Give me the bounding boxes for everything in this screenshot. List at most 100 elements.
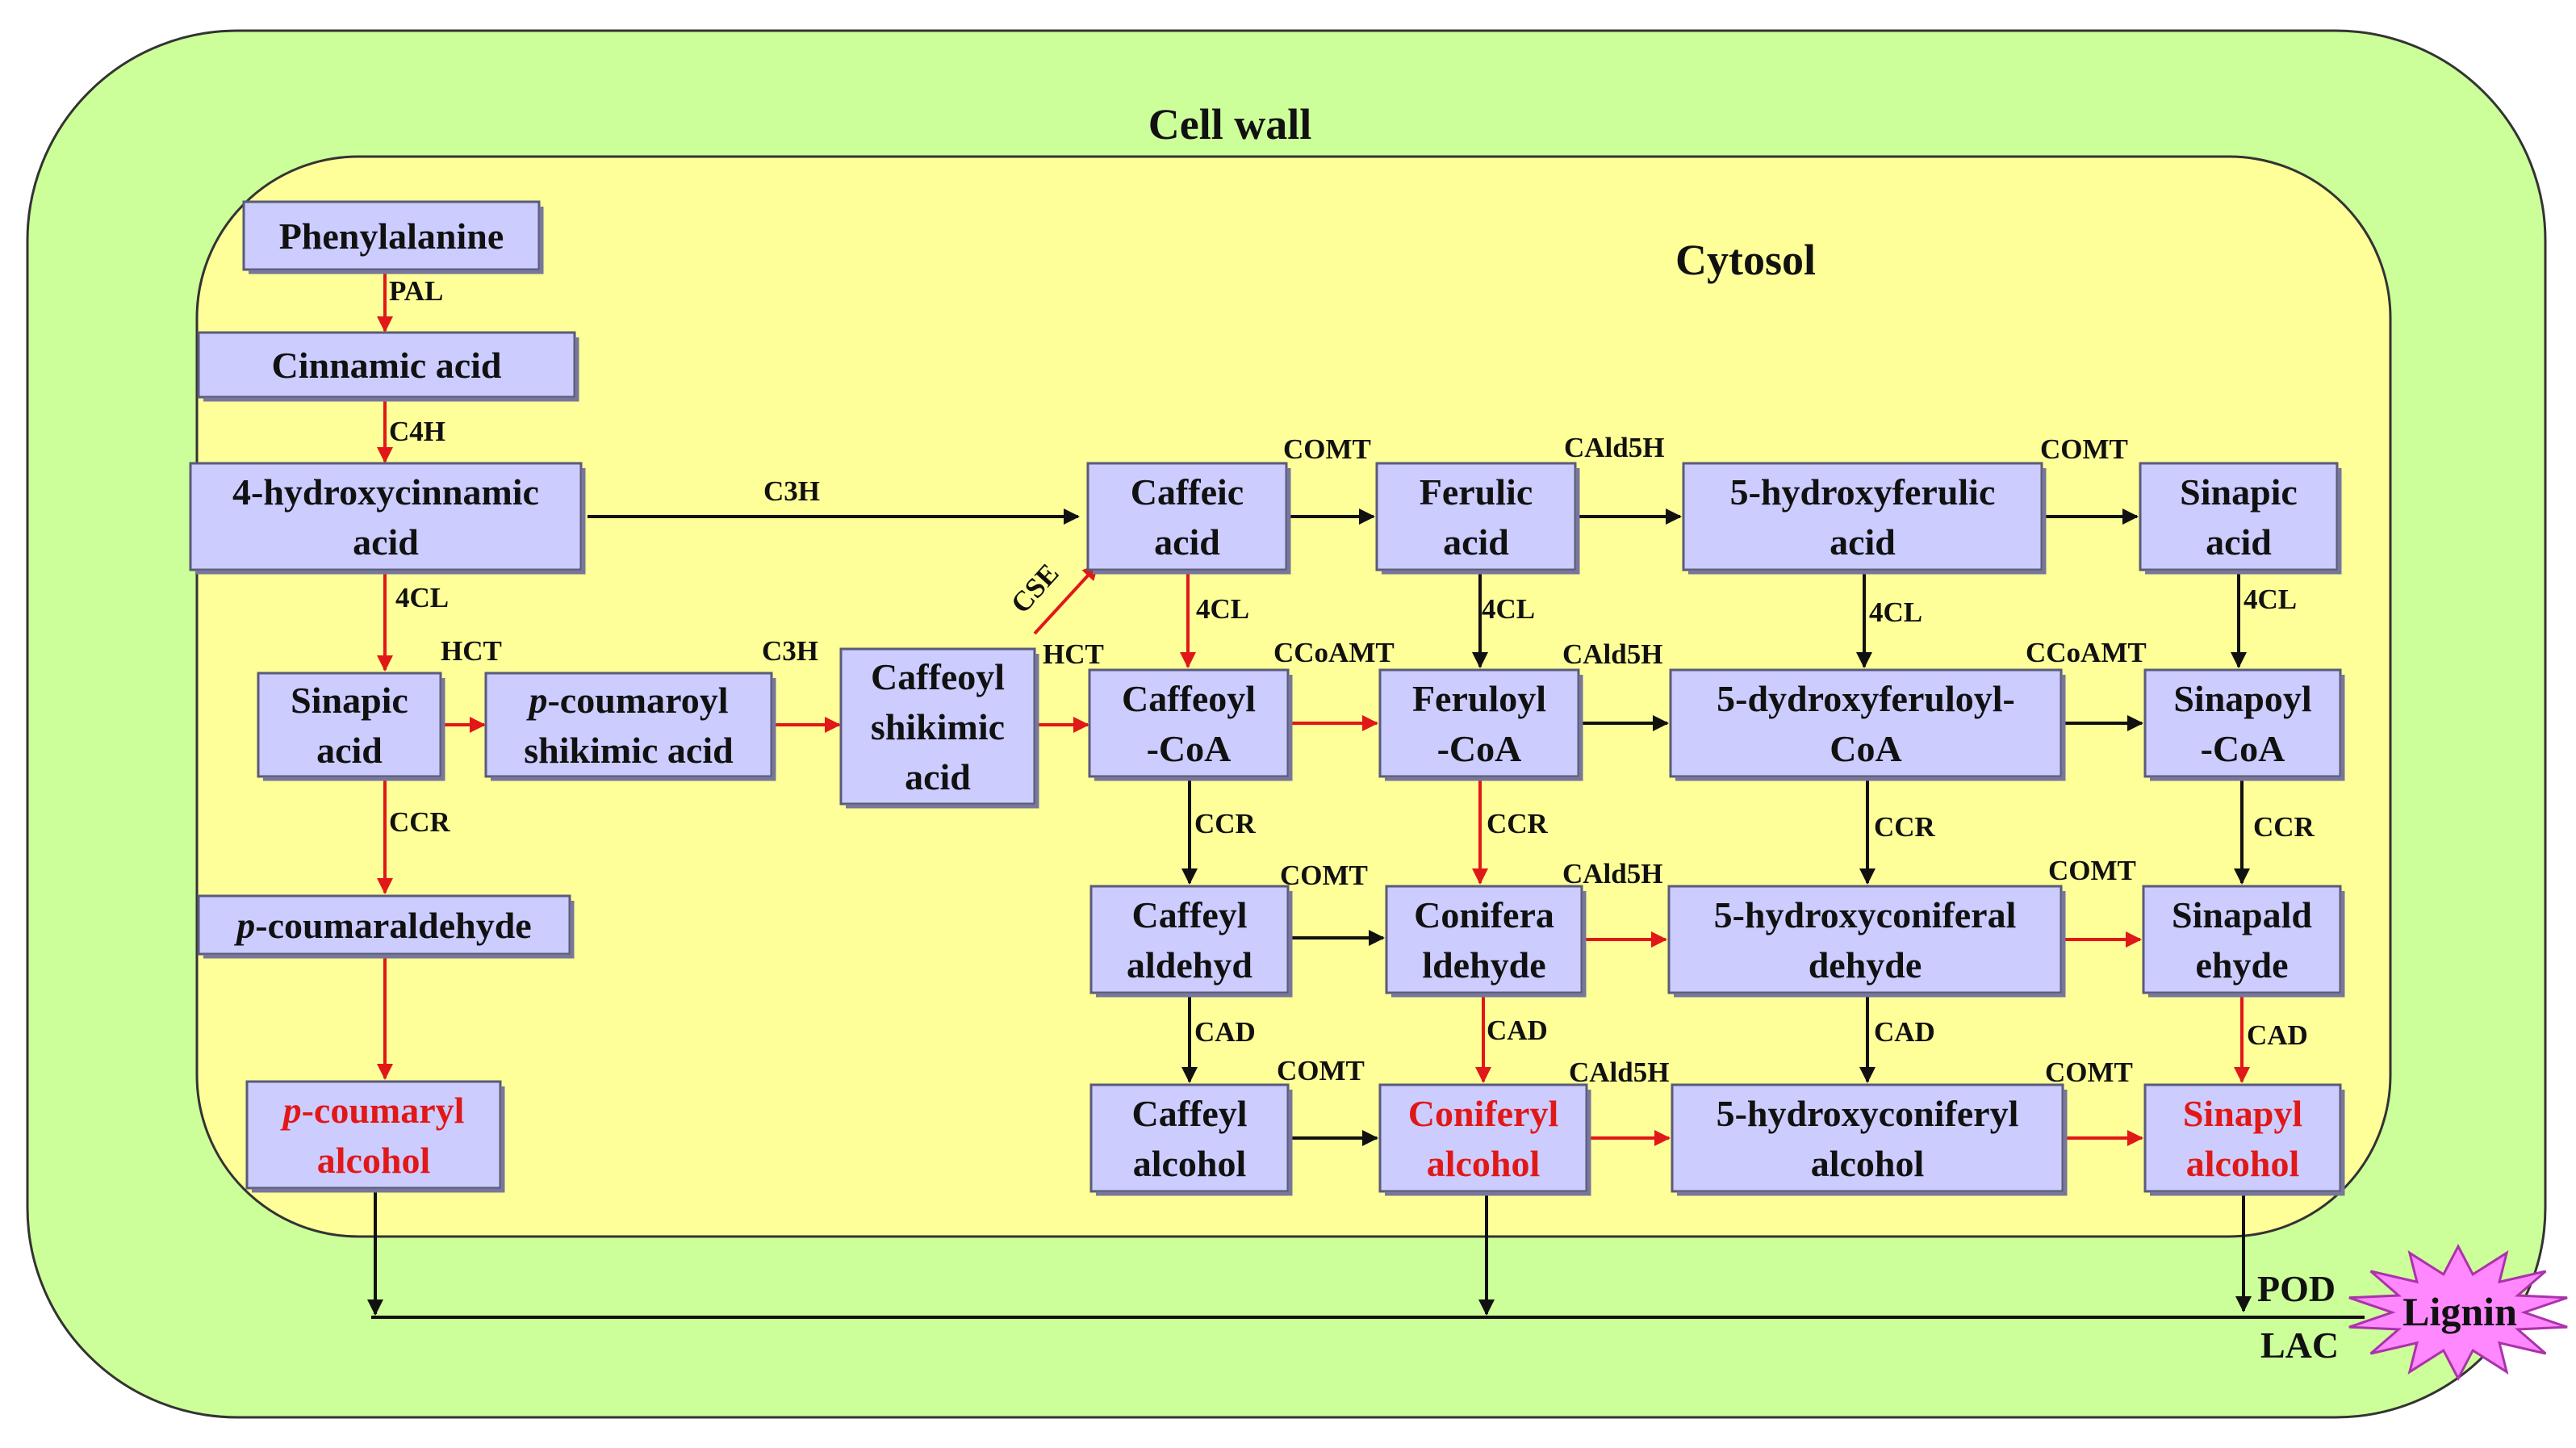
node-p-coumaraldehyde: p-coumaraldehyde (197, 894, 575, 959)
enzyme-label-cald5h-2: CAld5H (1562, 638, 1662, 670)
enzyme-label-comt-3: COMT (1280, 860, 1368, 891)
node-label-line: shikimic (871, 706, 1005, 747)
node-phenylalanine: Phenylalanine (242, 200, 544, 274)
node-label-line: p-coumaryl (280, 1090, 465, 1131)
enzyme-label-cad-sinap: CAD (2247, 1019, 2308, 1051)
node-label-line: dehyde (1809, 944, 1922, 986)
node-p-coumaroyl-shikimic-acid: p-coumaroyl shikimic acid (484, 672, 776, 781)
node-label-line: Cinnamic acid (272, 345, 502, 386)
node-label-line: Sinapald (2172, 894, 2312, 935)
enzyme-label-cl-sinapic: 4CL (2244, 584, 2297, 615)
node-label-line: Sinapic (2180, 471, 2298, 513)
node-label-line: 4-hydroxycinnamic (232, 471, 539, 513)
node-label-line: Phenylalanine (279, 216, 504, 257)
node-label-line: acid (353, 521, 419, 563)
enzyme-label-cl-hydroxyferulic: 4CL (1869, 596, 1922, 628)
enzyme-label-ccr-sinapoyl: CCR (2253, 811, 2315, 843)
enzyme-label-comt-1: COMT (1283, 433, 1371, 465)
node-sinapoyl-coa: Sinapoyl -CoA (2143, 668, 2345, 781)
enzyme-label-c3h-top: C3H (763, 475, 820, 507)
enzyme-label-cald5h-4: CAld5H (1569, 1057, 1669, 1088)
enzyme-label-cad-caffeyl: CAD (1194, 1016, 1256, 1048)
node-label-line: 5-dydroxyferuloyl- (1717, 678, 2015, 719)
node-label-line: Caffeoyl (871, 656, 1005, 697)
node-label-line: Feruloyl (1412, 678, 1546, 719)
enzyme-label-comt-6: COMT (2045, 1057, 2133, 1088)
enzyme-label-cad-conifer: CAD (1487, 1015, 1548, 1046)
node-label-line: alcohol (2186, 1143, 2300, 1184)
enzyme-label-ccoamt-1: CCoAMT (1273, 637, 1395, 668)
reaction-arrow (1033, 563, 1099, 635)
node-label-line: Conifera (1414, 894, 1554, 935)
node-coniferaldehyde: Conifera ldehyde (1385, 885, 1587, 998)
node-sinapic-acid-right: Sinapic acid (2139, 462, 2342, 575)
enzyme-label-ccr-feruloyl: CCR (1487, 808, 1549, 839)
node-label-line: alcohol (317, 1140, 431, 1181)
node-label-line: 5-hydroxyferulic (1730, 471, 1996, 513)
lignin-starburst (2348, 1243, 2568, 1382)
enzyme-label-comt-4: COMT (2048, 855, 2136, 886)
node-sinapyl-alcohol: Sinapyl alcohol (2143, 1083, 2345, 1196)
node-label-line: Caffeyl (1131, 1093, 1247, 1134)
node-label-line: shikimic acid (524, 730, 734, 771)
enzyme-label-cl-ferulic: 4CL (1482, 593, 1535, 625)
enzyme-label-ccoamt-2: CCoAMT (2026, 637, 2147, 668)
node-label-line: 5-hydroxyconiferyl (1717, 1093, 2019, 1134)
node-label-line: ehyde (2196, 944, 2289, 986)
node-hydroxycinnamic-acid: 4-hydroxycinnamic acid (189, 462, 586, 575)
node-p-coumaryl-alcohol: p-coumaryl alcohol (245, 1080, 505, 1193)
node-label-line: acid (2206, 521, 2272, 563)
node-label-line: Sinapyl (2183, 1093, 2302, 1134)
node-label-line: -CoA (2201, 728, 2285, 769)
node-caffeic-acid: Caffeic acid (1086, 462, 1291, 575)
node-label-line: Caffeic (1131, 471, 1244, 513)
node-label-line: acid (316, 730, 383, 771)
enzyme-label-pal: PAL (389, 275, 443, 307)
node-coniferyl-alcohol: Coniferyl alcohol (1378, 1083, 1591, 1196)
node-label-line: CoA (1830, 728, 1901, 769)
reaction-arrows (367, 270, 2365, 1319)
enzyme-label-cl-caffeic: 4CL (1196, 593, 1249, 625)
node-label-line: p-coumaraldehyde (233, 905, 531, 946)
node-label-line: acid (1443, 521, 1509, 563)
node-label-line: ldehyde (1422, 944, 1545, 986)
node-caffeyl-alcohol: Caffeyl alcohol (1089, 1083, 1293, 1196)
node-label-line: Ferulic (1420, 471, 1533, 513)
enzyme-label-ccr-hydroxyferuloyl: CCR (1874, 811, 1936, 843)
node-dydroxyferuloyl-coa: 5-dydroxyferuloyl- CoA (1669, 668, 2066, 781)
enzyme-label-cad-hydroxyconifer: CAD (1874, 1016, 1935, 1048)
node-caffeoyl-coa: Caffeoyl -CoA (1088, 668, 1293, 781)
enzyme-label-comt-5: COMT (1277, 1055, 1365, 1086)
enzyme-label-cald5h-1: CAld5H (1564, 432, 1664, 463)
node-label-line: Coniferyl (1408, 1093, 1559, 1134)
cytosol-label: Cytosol (1675, 236, 1816, 284)
node-label-line: alcohol (1133, 1143, 1247, 1184)
node-label-line: Caffeoyl (1122, 678, 1256, 719)
enzyme-label-cl-left: 4CL (395, 582, 449, 613)
node-label-line: acid (905, 756, 971, 797)
enzyme-label-c3h-mid: C3H (762, 635, 818, 667)
node-sinapaldehyde: Sinapald ehyde (2142, 885, 2345, 998)
cell-wall-label: Cell wall (1148, 100, 1311, 149)
lignin-label: Lignin (2402, 1289, 2517, 1334)
pod-label: POD (2257, 1268, 2336, 1309)
node-label-line: alcohol (1427, 1143, 1541, 1184)
node-label-line: -CoA (1147, 728, 1232, 769)
enzyme-label-ccr-caffeoyl: CCR (1194, 808, 1257, 839)
node-label-line: Sinapoyl (2173, 678, 2311, 719)
node-label-line: aldehyd (1127, 944, 1252, 986)
node-feruloyl-coa: Feruloyl-CoA (1378, 668, 1583, 781)
node-cinnamic-acid: Cinnamic acid (197, 331, 579, 402)
node-label-line: acid (1154, 521, 1220, 563)
enzyme-label-hct-left: HCT (441, 635, 502, 667)
node-label-line: p-coumaroyl (525, 680, 728, 721)
enzyme-label-cald5h-3: CAld5H (1562, 858, 1662, 889)
